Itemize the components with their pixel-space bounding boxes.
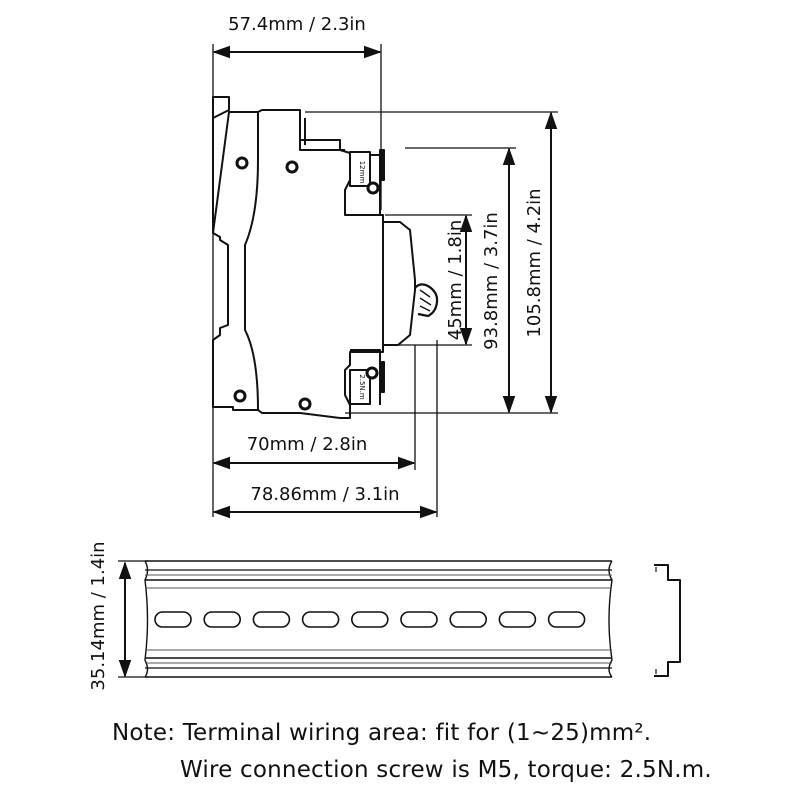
height-total-label: 105.8mm / 4.2in (524, 188, 545, 337)
rail-height-label: 35.14mm / 1.4in (88, 541, 109, 690)
rail-slot (301, 611, 340, 628)
rail-slot (498, 611, 537, 628)
breaker-profile (212, 96, 439, 419)
upper-terminal-box (349, 151, 371, 187)
width-top-label: 57.4mm / 2.3in (228, 14, 366, 35)
upper-terminal-label: 12mm (358, 161, 366, 184)
extension-lines (212, 44, 558, 517)
din-rail (118, 560, 613, 678)
width-total-label: 78.86mm / 3.1in (250, 484, 399, 505)
height-body-label: 93.8mm / 3.7in (481, 212, 502, 350)
mounting-holes (233, 156, 380, 411)
din-rail-profile (654, 564, 681, 677)
dimension-arrows (118, 45, 558, 678)
rail-slot (449, 611, 488, 628)
rail-slot (203, 611, 241, 628)
rail-slot (400, 611, 438, 628)
height-inner-label: 45mm / 1.8in (445, 220, 466, 341)
note-screw-torque: Wire connection screw is M5, torque: 2.5… (180, 757, 712, 783)
rail-slot (547, 611, 586, 628)
rail-slot (252, 611, 291, 628)
toggle-lever (414, 283, 439, 318)
lower-terminal-box (349, 369, 371, 405)
lower-terminal-label: 2.5N.m (358, 374, 366, 400)
rail-slot (154, 611, 192, 628)
rail-slot (350, 611, 389, 628)
note-wiring-area: Note: Terminal wiring area: fit for (1~2… (112, 720, 652, 746)
rail-slots (154, 611, 586, 628)
width-mid-label: 70mm / 2.8in (247, 434, 368, 455)
